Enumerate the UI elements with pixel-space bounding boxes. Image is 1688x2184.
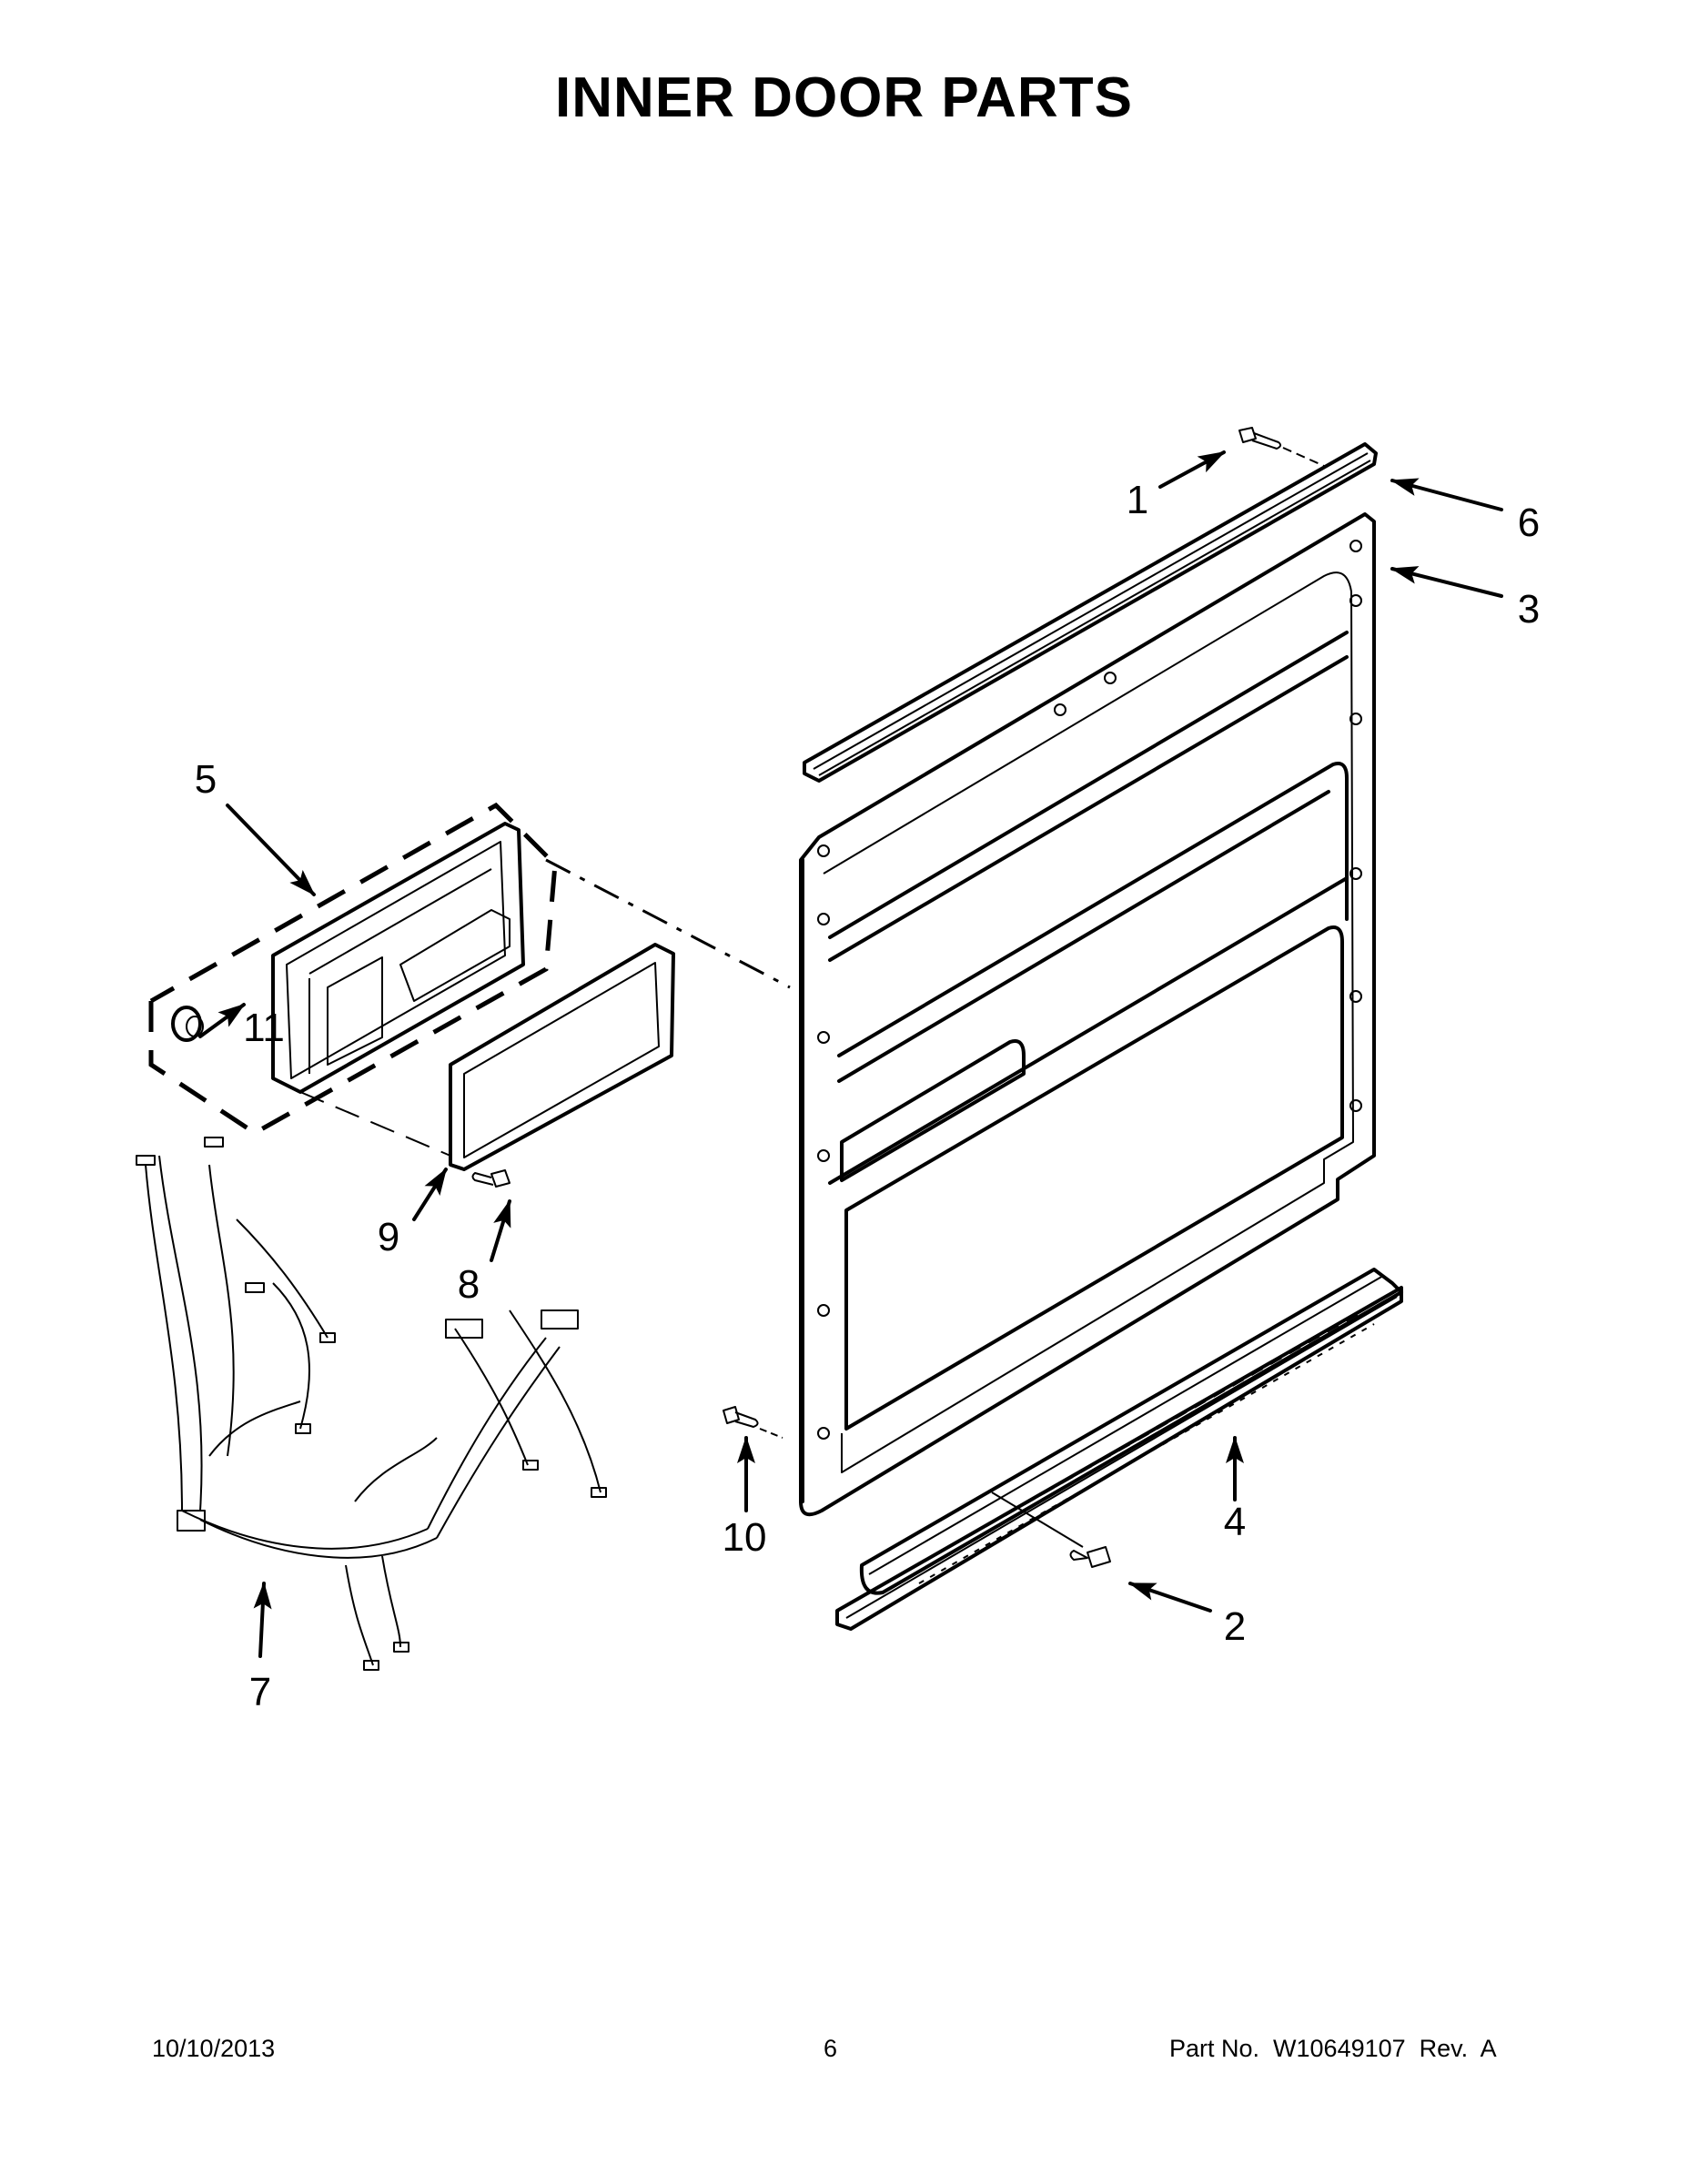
wiring-harness xyxy=(136,1137,607,1671)
callout-9: 9 xyxy=(377,1215,400,1259)
page-title: INNER DOOR PARTS xyxy=(555,66,1133,129)
panel-screw-holes xyxy=(817,540,1362,1440)
top-door-trim-strip xyxy=(803,442,1378,783)
callout-11: 11 xyxy=(243,1006,285,1050)
screw-8 xyxy=(471,1169,510,1188)
screw-1 xyxy=(1238,427,1325,467)
callout-6: 6 xyxy=(1517,500,1541,545)
knob-nut xyxy=(171,1006,204,1042)
control-cover-gasket xyxy=(299,943,675,1171)
callout-4: 4 xyxy=(1223,1500,1247,1544)
footer-date: 10/10/2013 xyxy=(152,2035,276,2062)
callout-10: 10 xyxy=(722,1515,767,1560)
footer-part-number: Part No. W10649107 Rev. A xyxy=(1169,2035,1497,2062)
footer-page-number: 6 xyxy=(824,2035,838,2062)
assembly-line xyxy=(545,858,791,989)
control-module-assembly xyxy=(148,802,558,1136)
leader-arrows xyxy=(198,450,1503,1658)
callout-7: 7 xyxy=(248,1670,272,1714)
callout-1: 1 xyxy=(1126,478,1149,522)
callout-3: 3 xyxy=(1517,587,1541,632)
inner-door-panel xyxy=(799,512,1376,1517)
callout-5: 5 xyxy=(194,757,217,802)
callout-2: 2 xyxy=(1223,1604,1247,1649)
bottom-vent-trim xyxy=(835,1268,1403,1631)
screw-10 xyxy=(723,1406,783,1439)
screw-2 xyxy=(991,1491,1111,1568)
callout-8: 8 xyxy=(457,1262,480,1307)
